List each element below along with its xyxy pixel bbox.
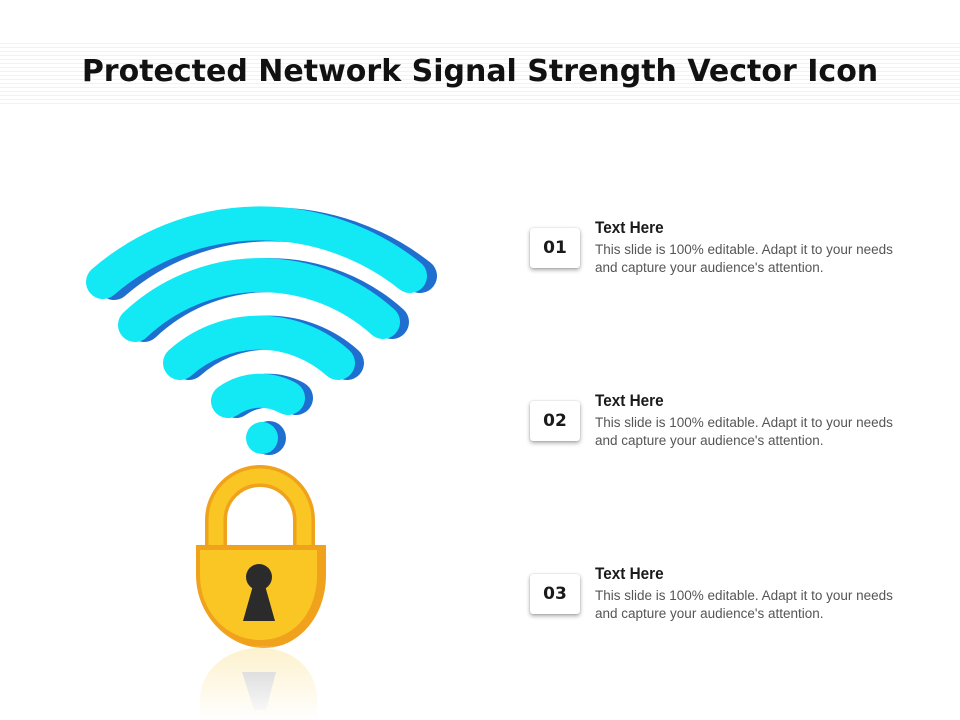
- item-heading: Text Here: [595, 218, 664, 237]
- item-description: This slide is 100% editable. Adapt it to…: [595, 415, 893, 448]
- item-number-badge: 02: [530, 401, 580, 441]
- protected-network-illustration: [86, 206, 437, 720]
- item-number-badge: 01: [530, 228, 580, 268]
- wifi-signal-icon: [86, 206, 437, 455]
- item-heading: Text Here: [595, 564, 664, 583]
- item-description: This slide is 100% editable. Adapt it to…: [595, 242, 893, 275]
- padlock-reflection: [190, 646, 340, 720]
- list-item: 03 Text Here This slide is 100% editable…: [530, 564, 910, 634]
- item-number-badge: 03: [530, 574, 580, 614]
- title-band: [0, 40, 960, 106]
- item-heading: Text Here: [595, 391, 664, 410]
- list-item: 01 Text Here This slide is 100% editable…: [530, 218, 910, 288]
- keyhole-icon: [243, 564, 275, 621]
- padlock-icon: [196, 465, 326, 648]
- page-title: Protected Network Signal Strength Vector…: [81, 54, 879, 89]
- item-description: This slide is 100% editable. Adapt it to…: [595, 588, 893, 621]
- list-item: 02 Text Here This slide is 100% editable…: [530, 391, 910, 461]
